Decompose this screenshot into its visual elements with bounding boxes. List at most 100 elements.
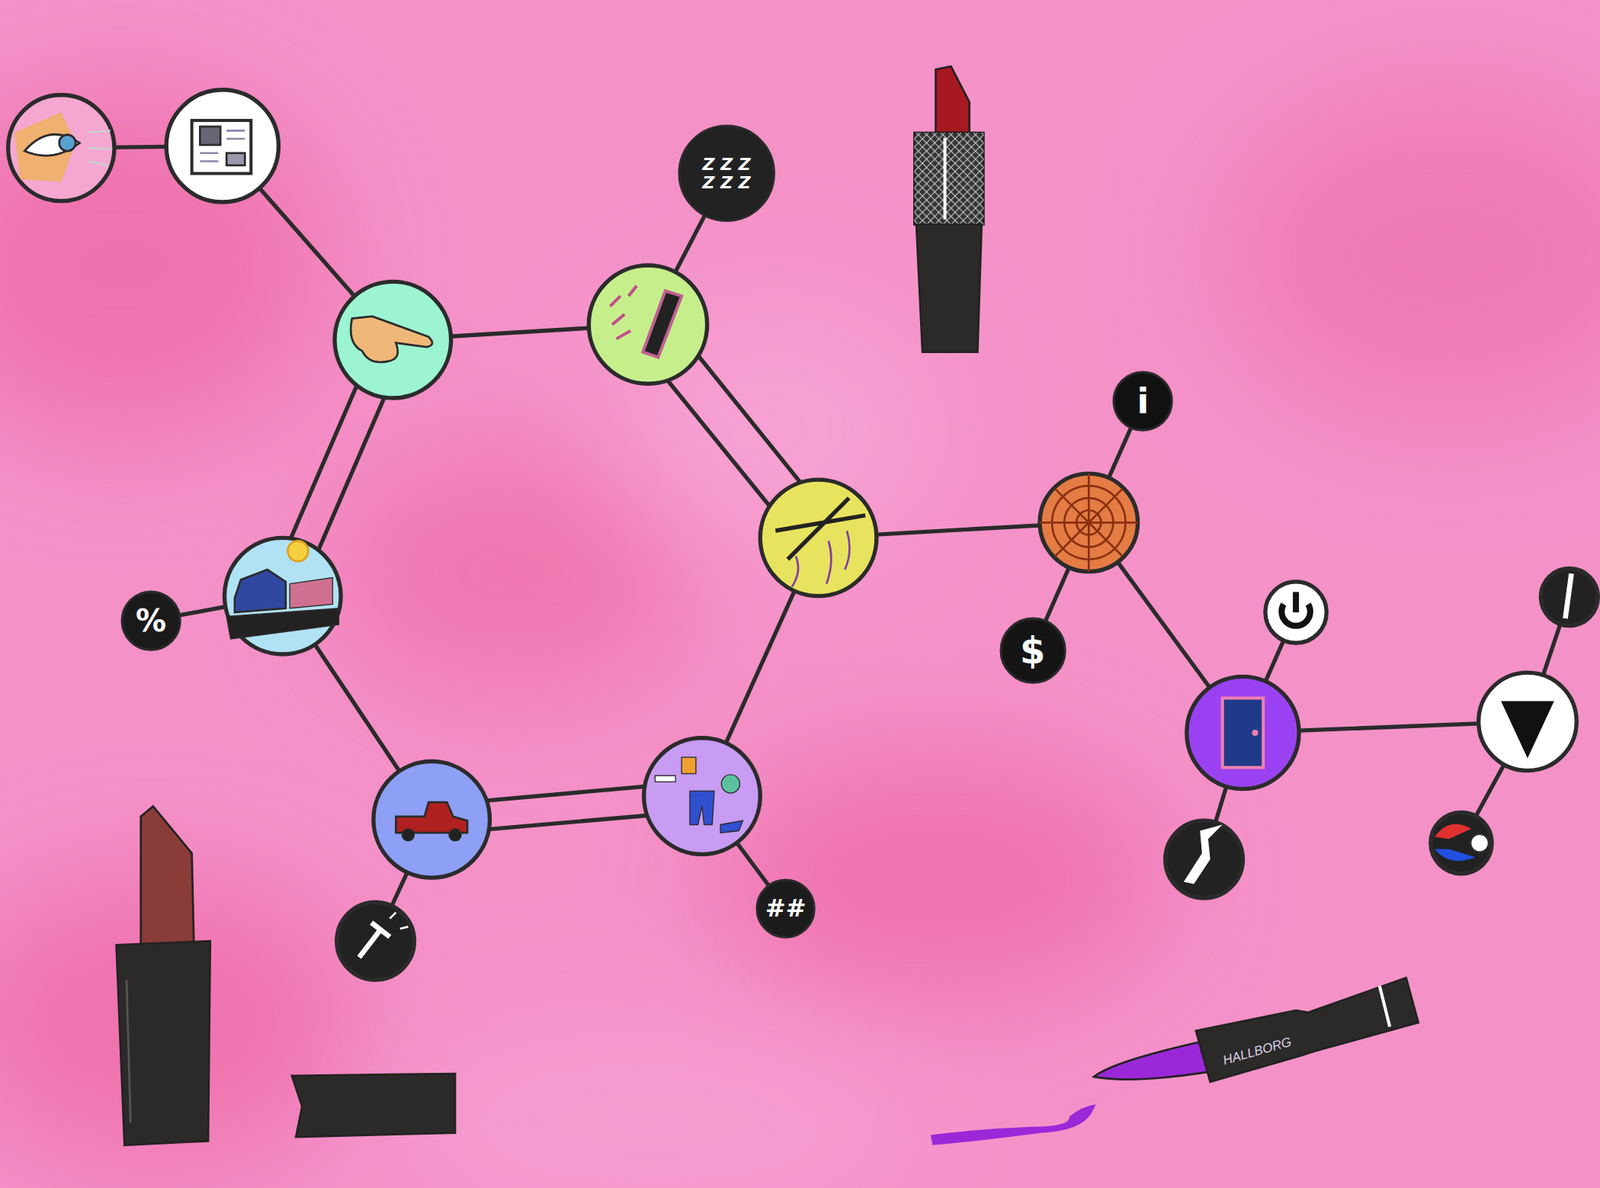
clothes-circle [644, 737, 761, 855]
art-circle [448, 828, 462, 841]
node-text: Z Z Z Z Z Z [698, 155, 755, 191]
art-circle [644, 737, 761, 855]
art-path [1379, 985, 1390, 1027]
art-path [720, 820, 743, 833]
ball-circle [1430, 811, 1492, 873]
hash-circle: ## [755, 878, 816, 939]
art-rect [192, 120, 252, 174]
lipstick-smear [930, 1103, 1097, 1145]
power-circle [1265, 581, 1327, 643]
art-path [689, 790, 715, 825]
art-path [226, 608, 339, 639]
door-circle [1186, 676, 1299, 789]
art-rect [913, 132, 984, 225]
house-circle [224, 537, 342, 655]
art-g [60, 145, 1570, 941]
lipstick-left [116, 805, 456, 1145]
art-circle [287, 540, 308, 562]
art-circle [1165, 820, 1244, 898]
node-text: % [135, 604, 167, 637]
circle-shape [756, 879, 815, 937]
window-circle [588, 265, 707, 384]
crack-circle [1165, 820, 1244, 898]
art-path [791, 530, 850, 587]
art-path [1039, 473, 1139, 571]
art-ellipse [387, 1030, 919, 1188]
art-path [199, 130, 245, 161]
art-circle [588, 265, 707, 384]
art-circle [401, 828, 414, 841]
art-g [8, 89, 1599, 980]
slash-circle [1540, 568, 1598, 626]
info-circle: i [1112, 370, 1174, 432]
art-rect [681, 756, 696, 773]
art-rect [654, 775, 676, 782]
art-path [1183, 824, 1223, 884]
node-text: $ [1019, 631, 1046, 670]
art-circle [166, 89, 279, 203]
art-circle [1430, 811, 1492, 873]
art-rect [913, 132, 984, 225]
art-path [936, 66, 970, 133]
lipstick-cap [291, 1073, 456, 1137]
art-path [126, 979, 131, 1123]
lipstick-right [1093, 977, 1419, 1082]
node-text: ## [765, 895, 807, 922]
art-path [234, 569, 286, 613]
art-path [610, 285, 638, 340]
art-circle [759, 479, 877, 597]
art-circle [1540, 568, 1598, 626]
art-circle [1265, 581, 1327, 643]
lipstick-top [913, 66, 984, 353]
art-path [943, 137, 947, 220]
art-circle [59, 134, 76, 151]
hammer-circle [336, 901, 415, 980]
art-path [775, 497, 866, 559]
art-path [24, 134, 80, 156]
art-path [1564, 573, 1572, 619]
art-path [642, 290, 682, 357]
art-circle [224, 537, 342, 655]
art-ellipse [714, 754, 1164, 1000]
art-circle [1186, 676, 1299, 789]
pointing-hand-circle [334, 281, 452, 398]
node-text: i [1136, 382, 1149, 420]
circle-shape [121, 591, 180, 650]
art-circle [1039, 473, 1139, 571]
art-path [395, 801, 468, 833]
art-rect [226, 153, 245, 166]
art-circle [1252, 729, 1259, 736]
art-path [1195, 977, 1419, 1082]
art-circle [721, 774, 740, 793]
art-circle [1478, 672, 1578, 770]
art-path [916, 224, 982, 352]
art-circle [373, 761, 491, 879]
sleep-circle: Z Z Z Z Z Z [677, 124, 776, 223]
art-path [1292, 591, 1299, 613]
art-path [1434, 824, 1472, 839]
art-ellipse [1224, 91, 1600, 418]
triangle-circle [1478, 672, 1578, 770]
art-path [1093, 1040, 1211, 1079]
art-path [1500, 701, 1555, 759]
dollar-circle: $ [999, 616, 1067, 684]
circle-shape [679, 125, 775, 222]
art-path [116, 940, 211, 1145]
truck-circle [373, 761, 491, 879]
art-path [87, 130, 113, 166]
art-path [141, 805, 195, 945]
circle-shape [1113, 371, 1172, 430]
newspaper-circle [166, 89, 279, 203]
art-circle [334, 281, 452, 398]
art-circle [8, 94, 115, 201]
eye-circle [8, 94, 115, 201]
art-path [350, 316, 433, 363]
art-path [359, 922, 390, 958]
art-rect [199, 126, 221, 145]
target-circle [1039, 473, 1139, 571]
art-path [289, 577, 333, 609]
art-path [389, 912, 408, 929]
crossed-lines-circle [759, 479, 877, 597]
